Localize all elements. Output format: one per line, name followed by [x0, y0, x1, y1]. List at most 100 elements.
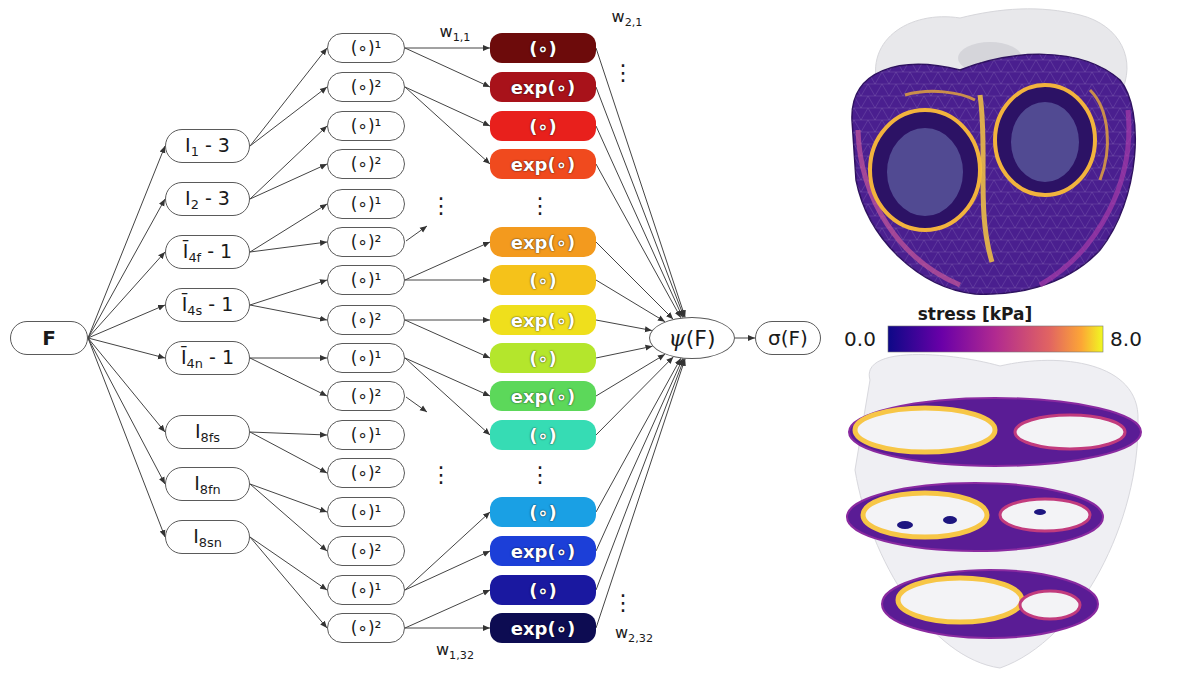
node-text: Ī4f - 1	[183, 240, 232, 265]
node-text: exp(∘)	[511, 618, 575, 639]
node-text: (∘)²	[351, 618, 382, 638]
connector-arrow	[250, 204, 327, 252]
power-box: (∘)²	[327, 458, 405, 488]
invariant-box: I8fs	[165, 415, 250, 449]
weight-label: w2,32	[615, 623, 653, 644]
power-box: (∘)¹	[327, 575, 405, 605]
stress-node: σ(F)	[755, 321, 821, 355]
activation-box: exp(∘)	[490, 305, 596, 335]
node-text: (∘)¹	[351, 270, 382, 290]
ellipsis: ⋮	[529, 462, 551, 487]
energy-node: ψ(F)	[649, 317, 735, 359]
node-text: (∘)¹	[351, 116, 382, 136]
activation-box: (∘)	[490, 111, 596, 141]
power-box: (∘)²	[327, 613, 405, 643]
node-text: (∘)¹	[351, 38, 382, 58]
node-text: I8sn	[193, 525, 222, 550]
activation-box: (∘)	[490, 265, 596, 295]
node-text: (∘)²	[351, 386, 382, 406]
activation-box: (∘)	[490, 497, 596, 527]
connector-arrow	[405, 48, 490, 49]
connector-arrow	[88, 146, 165, 338]
weight-label: w1,32	[436, 640, 474, 661]
node-text: (∘)	[529, 116, 557, 137]
node-text: (∘)	[529, 425, 557, 446]
connector-arrow	[596, 280, 665, 322]
connector-arrow	[405, 512, 490, 590]
node-text: (∘)²	[351, 77, 382, 97]
node-text: (∘)¹	[351, 194, 382, 214]
activation-box: exp(∘)	[490, 613, 596, 643]
ellipsis: ⋮	[430, 462, 452, 487]
connector-arrow	[596, 164, 681, 318]
heart-slices	[847, 355, 1141, 668]
node-text: (∘)	[529, 502, 557, 523]
node-text: I1 - 3	[185, 134, 230, 159]
connector-arrow	[250, 280, 327, 305]
connector-arrow	[250, 537, 327, 628]
node-text: (∘)²	[351, 541, 382, 561]
connector-arrow	[596, 357, 673, 435]
power-box: (∘)¹	[327, 420, 405, 450]
power-box: (∘)¹	[327, 111, 405, 141]
weight-label: w2,1	[612, 7, 643, 28]
node-text: (∘)²	[351, 310, 382, 330]
power-box: (∘)²	[327, 536, 405, 566]
ellipsis: ⋮	[529, 193, 551, 218]
ellipsis: ⋮	[430, 193, 452, 218]
activation-box: exp(∘)	[490, 149, 596, 179]
power-box: (∘)²	[327, 381, 405, 411]
ellipsis: ⋮	[612, 60, 634, 85]
node-text: (∘)	[529, 580, 557, 601]
node-text: (∘)¹	[351, 348, 382, 368]
activation-box: (∘)	[490, 420, 596, 450]
connector-arrow	[596, 48, 685, 317]
colorbar-tick: 0.0	[844, 327, 876, 351]
connector-arrow	[88, 199, 165, 338]
connector-arrow	[405, 87, 490, 126]
power-box: (∘)¹	[327, 343, 405, 373]
connector-arrow	[596, 359, 684, 590]
invariant-box: I2 - 3	[165, 182, 250, 216]
activation-box: (∘)	[490, 575, 596, 605]
node-text: Ī4s - 1	[182, 293, 234, 318]
node-text: (∘)	[529, 38, 557, 59]
activation-box: (∘)	[490, 343, 596, 373]
activation-box: exp(∘)	[490, 536, 596, 566]
power-box: (∘)²	[327, 305, 405, 335]
invariant-box: I8sn	[165, 520, 250, 554]
power-box: (∘)¹	[327, 497, 405, 527]
node-text: exp(∘)	[511, 541, 575, 562]
connector-arrow	[405, 48, 490, 87]
connector-arrow	[405, 242, 490, 280]
connector-arrow	[88, 338, 165, 432]
connector-arrow	[405, 590, 490, 628]
weight-label: w1,1	[440, 22, 471, 43]
node-text: exp(∘)	[511, 232, 575, 253]
connector-arrow	[250, 432, 327, 473]
connector-arrow	[88, 252, 165, 338]
power-box: (∘)¹	[327, 265, 405, 295]
invariant-box: Ī4f - 1	[165, 235, 250, 269]
connector-arrow	[250, 305, 327, 320]
connector-arrow	[405, 628, 490, 629]
connector-arrow	[596, 126, 683, 317]
connector-arrow	[596, 87, 684, 317]
node-text: F	[42, 326, 56, 350]
connector-arrow	[405, 280, 490, 281]
node-text: exp(∘)	[511, 386, 575, 407]
connector-arrow	[250, 432, 327, 435]
colorbar-tick: 8.0	[1110, 327, 1142, 351]
connector-arrow	[250, 358, 327, 396]
power-box: (∘)¹	[327, 33, 405, 63]
connector-arrow	[250, 48, 327, 146]
connector-arrow	[250, 358, 327, 359]
connector-arrow	[88, 305, 165, 338]
activation-box: exp(∘)	[490, 72, 596, 102]
power-box: (∘)²	[327, 72, 405, 102]
node-text: I8fs	[195, 420, 220, 445]
connector-arrow	[405, 358, 490, 435]
connector-arrow	[250, 164, 327, 199]
input-node: F	[10, 321, 88, 355]
power-box: (∘)¹	[327, 189, 405, 219]
